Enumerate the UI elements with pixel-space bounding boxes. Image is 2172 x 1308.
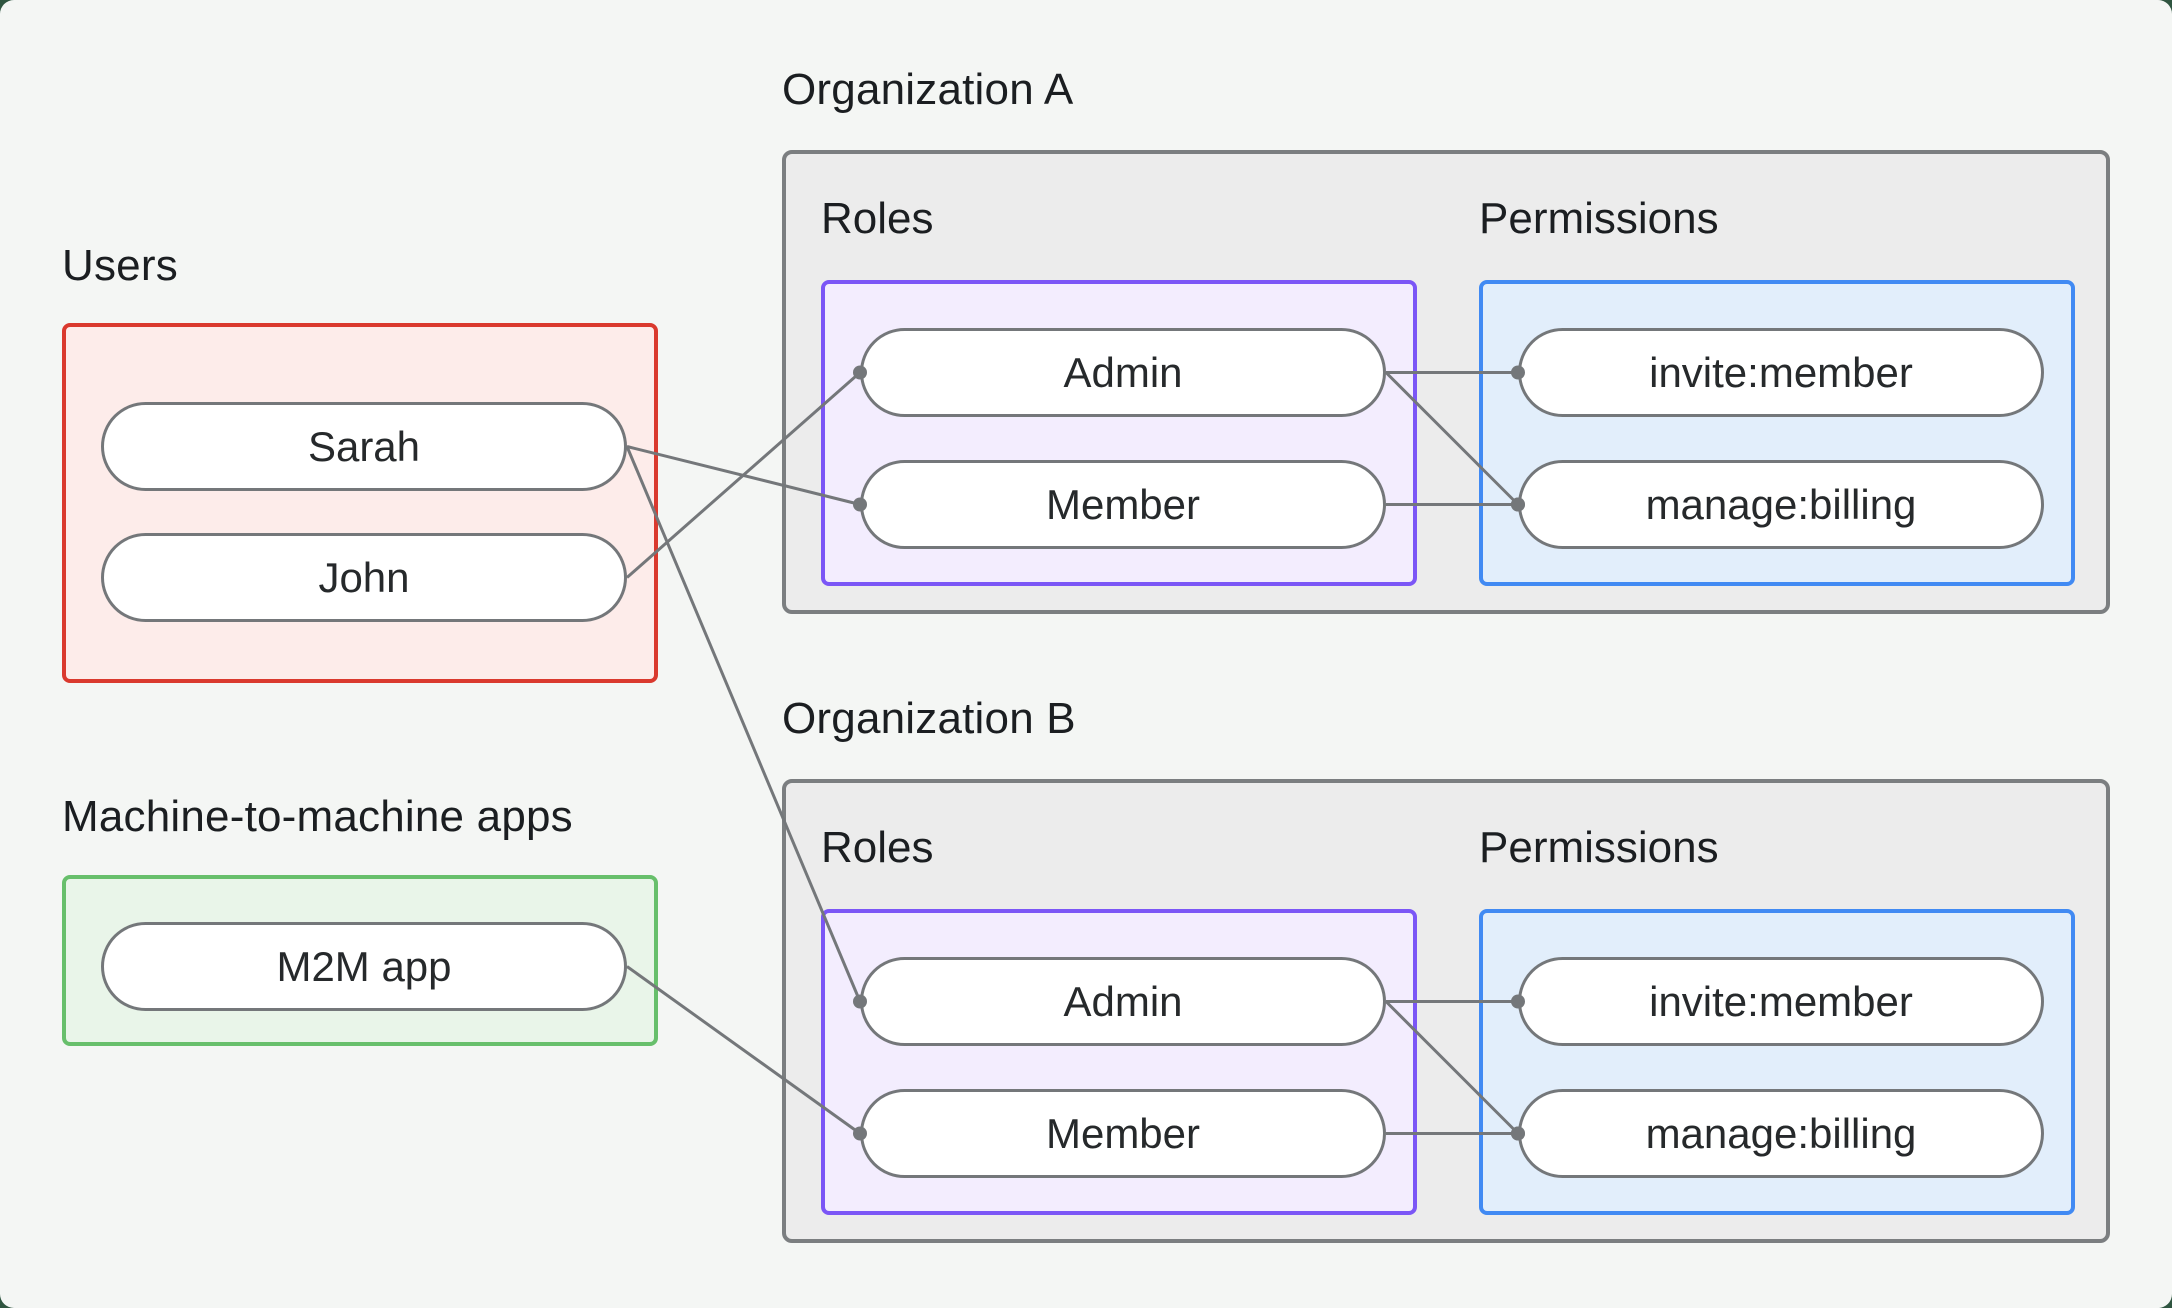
org-b-roles-box: Admin Member (821, 909, 1417, 1215)
org-a-roles-label: Roles (821, 194, 934, 243)
org-b-permission-manage-billing: manage:billing (1518, 1089, 2044, 1178)
org-b-box: Roles Admin Member Permissions invite:me… (782, 779, 2110, 1243)
org-a-permissions-box: invite:member manage:billing (1479, 280, 2075, 586)
org-a-role-admin: Admin (860, 328, 1386, 417)
org-b-permissions-box: invite:member manage:billing (1479, 909, 2075, 1215)
m2m-group-box: M2M app (62, 875, 658, 1046)
org-b-role-member: Member (860, 1089, 1386, 1178)
org-b-role-admin: Admin (860, 957, 1386, 1046)
org-a-permissions-label: Permissions (1479, 194, 1719, 243)
org-b-permissions-label: Permissions (1479, 823, 1719, 872)
org-b-roles-label: Roles (821, 823, 934, 872)
m2m-group-label: Machine-to-machine apps (62, 792, 573, 841)
org-a-permission-invite-member: invite:member (1518, 328, 2044, 417)
users-group-label: Users (62, 241, 178, 290)
user-node-sarah: Sarah (101, 402, 627, 491)
org-a-box: Roles Admin Member Permissions invite:me… (782, 150, 2110, 614)
user-node-john: John (101, 533, 627, 622)
org-b-label: Organization B (782, 694, 1076, 743)
users-group-box: Sarah John (62, 323, 658, 683)
org-a-label: Organization A (782, 65, 1074, 114)
org-a-role-member: Member (860, 460, 1386, 549)
org-b-permission-invite-member: invite:member (1518, 957, 2044, 1046)
m2m-app-node: M2M app (101, 922, 627, 1011)
org-a-permission-manage-billing: manage:billing (1518, 460, 2044, 549)
org-a-roles-box: Admin Member (821, 280, 1417, 586)
